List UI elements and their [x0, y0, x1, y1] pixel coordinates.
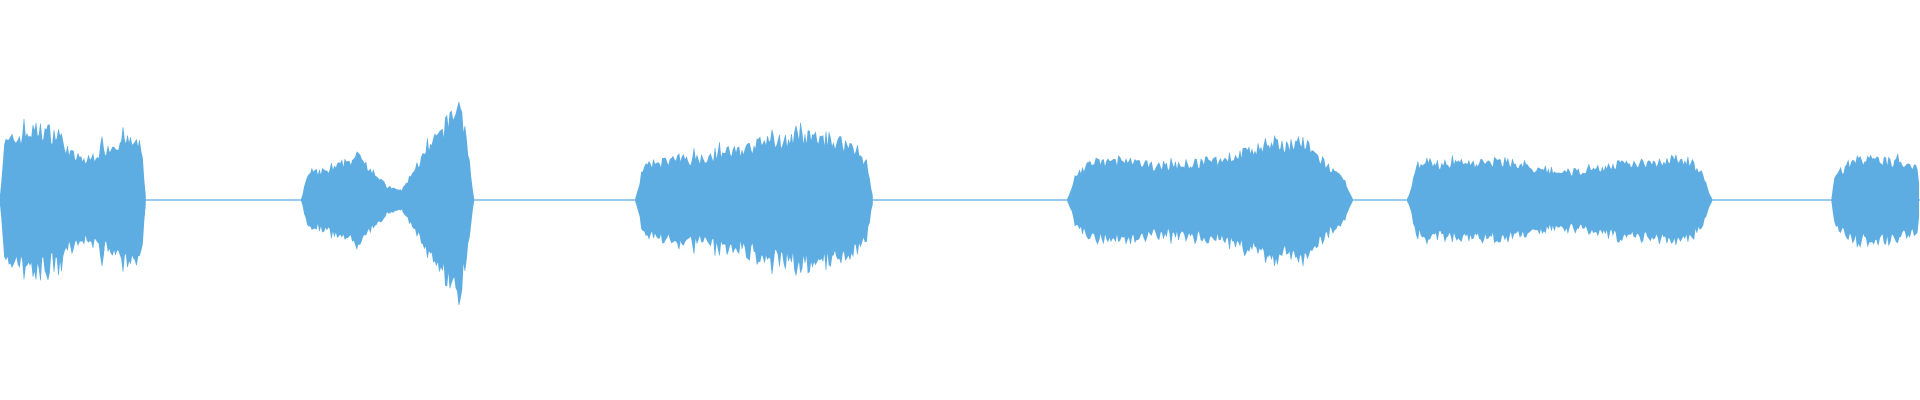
waveform-envelope — [301, 101, 475, 306]
waveform-envelope — [1407, 154, 1713, 246]
waveform-envelope — [635, 122, 873, 276]
waveform-segment-1[interactable] — [0, 118, 146, 281]
waveform-segment-6[interactable] — [1831, 153, 1919, 248]
waveform-segment-4[interactable] — [1067, 134, 1353, 267]
waveform-envelope — [1831, 153, 1919, 248]
waveform-segment-2[interactable] — [301, 101, 475, 306]
waveform-segment-3[interactable] — [635, 122, 873, 276]
waveform-segment-5[interactable] — [1407, 154, 1713, 246]
waveform-envelope — [0, 118, 146, 281]
waveform-envelope — [1067, 134, 1353, 267]
